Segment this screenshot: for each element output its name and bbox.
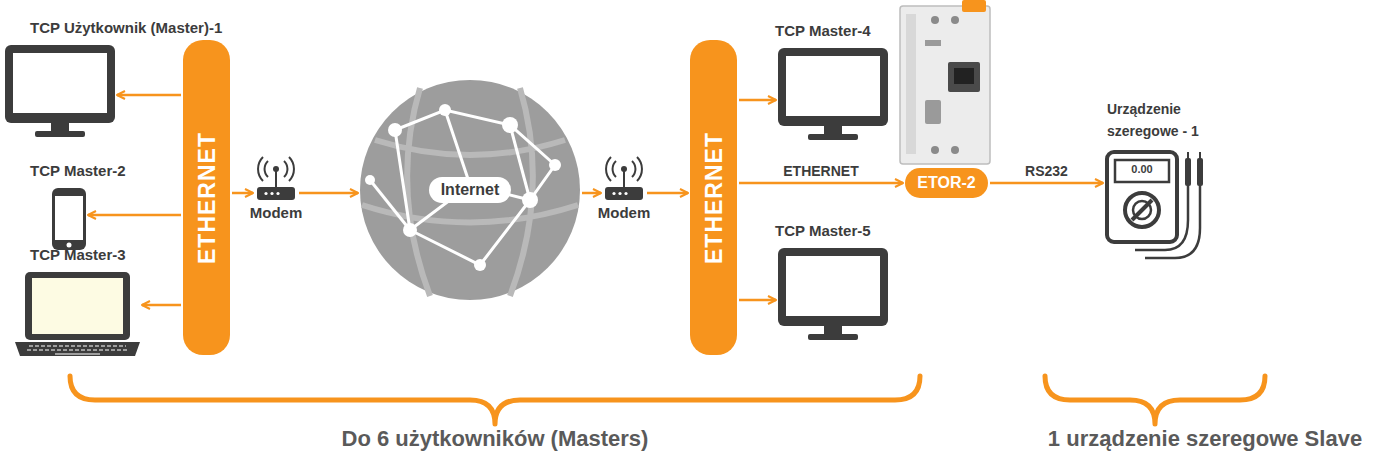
smartphone: TCP Master-2 xyxy=(52,188,86,250)
node-label: TCP Master-3 xyxy=(30,246,126,264)
connector-arrow xyxy=(739,299,776,302)
internet-globe xyxy=(360,80,580,300)
ethernet-band: ETHERNET xyxy=(183,40,230,355)
connector-label: ETHERNET xyxy=(783,163,858,179)
node-label: TCP Master-2 xyxy=(30,162,126,180)
connector-arrow xyxy=(299,192,358,195)
bracket xyxy=(70,376,920,424)
multimeter-icon xyxy=(1107,152,1203,258)
connector-arrow xyxy=(88,214,181,217)
converter-box: ETOR-2 xyxy=(905,168,988,198)
ethernet-band: ETHERNET xyxy=(690,40,737,355)
laptop: TCP Master-3 xyxy=(15,272,140,356)
connector-arrow xyxy=(142,304,181,307)
connector-arrow xyxy=(739,182,903,185)
band-label: ETHERNET xyxy=(700,132,727,264)
node-label: TCP Master-4 xyxy=(775,22,871,40)
monitor-icon xyxy=(778,248,888,340)
node-label: Modem xyxy=(598,204,651,221)
monitor-icon xyxy=(5,45,115,137)
monitor-icon xyxy=(778,48,888,140)
band-label: ETHERNET xyxy=(193,132,220,264)
connector-arrow xyxy=(990,182,1103,185)
node-label: ETOR-2 xyxy=(917,174,975,192)
group-caption: 1 urządzenie szeregowe Slave xyxy=(1048,426,1362,452)
computer-monitor: TCP Master-5 xyxy=(778,248,888,340)
computer-monitor: TCP Master-4 xyxy=(778,48,888,140)
connector-arrow xyxy=(647,192,688,195)
bracket xyxy=(1045,376,1265,424)
node-label: Internet xyxy=(429,177,512,203)
connector-arrow xyxy=(117,94,181,97)
group-caption: Do 6 użytkowników (Masters) xyxy=(342,426,649,452)
modem: Modem xyxy=(603,155,645,201)
phone-icon xyxy=(52,188,86,250)
computer-monitor: TCP Użytkownik (Master)-1 xyxy=(5,45,115,137)
modem: Modem xyxy=(255,155,297,201)
modem-icon xyxy=(605,157,643,200)
node-label: TCP Master-5 xyxy=(775,222,871,240)
connector-arrow xyxy=(739,99,776,102)
internet-globe: Internet xyxy=(360,80,580,300)
connector-arrow xyxy=(232,192,253,195)
node-label: Modem xyxy=(250,204,303,221)
node-label: Urządzenie szeregowe - 1 xyxy=(1107,98,1227,142)
modem-icon xyxy=(257,157,295,200)
connector-arrow xyxy=(582,192,601,195)
display-reading: 0.00 xyxy=(1131,163,1152,175)
connector-label: RS232 xyxy=(1025,163,1068,179)
node-label: TCP Użytkownik (Master)-1 xyxy=(30,19,222,37)
etor-module-photo xyxy=(900,0,990,164)
laptop-icon xyxy=(15,272,140,356)
